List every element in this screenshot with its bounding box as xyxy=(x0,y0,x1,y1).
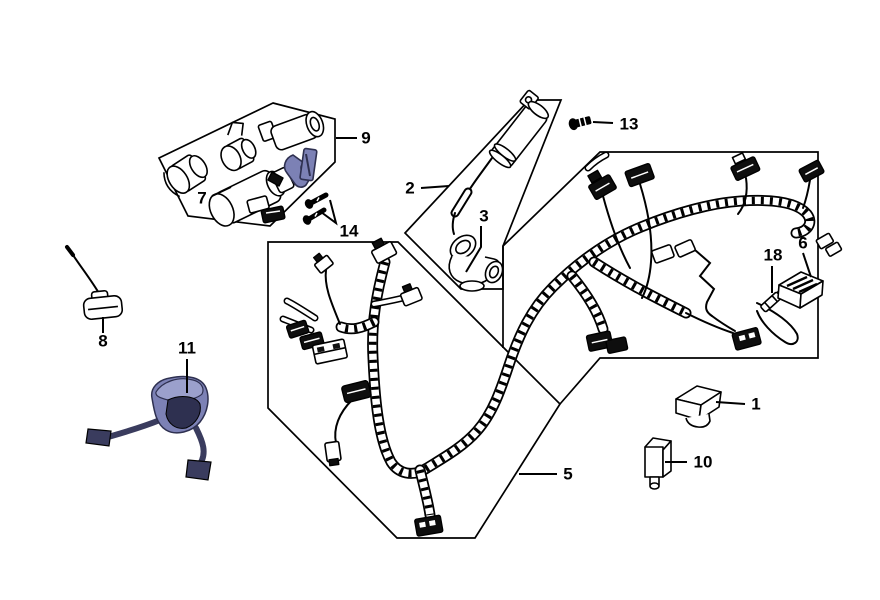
connector-hanging xyxy=(324,440,342,467)
callout-14: 14 xyxy=(320,199,359,241)
connector-d5 xyxy=(651,244,675,264)
callout-leader-7 xyxy=(211,186,232,197)
harness-branch-right-down xyxy=(591,258,688,317)
part-number-14: 14 xyxy=(340,222,359,241)
part-number-13: 13 xyxy=(620,115,639,134)
seat-lock xyxy=(220,121,257,172)
connector-edge-right xyxy=(815,232,843,257)
harness-branch-right-vert xyxy=(568,272,607,333)
connector-d-mid xyxy=(731,326,762,351)
part-number-5: 5 xyxy=(563,465,572,484)
part-number-6: 6 xyxy=(798,234,807,253)
connector-top xyxy=(371,237,398,264)
relay-1 xyxy=(675,385,722,428)
callout-leader-13 xyxy=(592,121,614,124)
callout-2: 2 xyxy=(405,179,450,198)
part-number-1: 1 xyxy=(751,395,760,414)
enclosure-frames xyxy=(157,99,819,539)
callout-leader-2 xyxy=(420,185,450,189)
harness-branch-right-down xyxy=(590,258,690,317)
part-8 xyxy=(65,245,124,321)
connector-right-stub xyxy=(399,283,423,307)
ignition-coil-assembly xyxy=(448,89,550,292)
part-number-9: 9 xyxy=(361,129,370,148)
callout-leader-6 xyxy=(802,252,812,278)
wire-harness xyxy=(279,151,843,537)
part-number-11: 11 xyxy=(178,339,196,358)
harness-frame xyxy=(267,241,562,539)
lock-set-parts xyxy=(163,110,329,227)
callout-8: 8 xyxy=(98,317,108,351)
part-number-3: 3 xyxy=(479,207,488,226)
connector-box-big xyxy=(311,338,348,365)
connector-d-bottom-left xyxy=(585,330,629,354)
connector-small-left xyxy=(312,252,334,274)
part-number-18: 18 xyxy=(764,246,783,265)
callouts: 1 2 3 5 6 7 8 9 10 11 13 14 18 xyxy=(98,115,812,484)
callout-11: 11 xyxy=(178,339,196,393)
callout-9: 9 xyxy=(336,129,371,148)
part-number-8: 8 xyxy=(98,332,107,351)
part-10 xyxy=(644,437,672,490)
bolt-13 xyxy=(568,116,592,131)
connector-d6 xyxy=(674,239,696,258)
fuel-lid-lock xyxy=(163,154,208,198)
lock-bracket xyxy=(283,147,318,188)
part-number-2: 2 xyxy=(405,179,414,198)
callout-5: 5 xyxy=(519,465,573,484)
key-cylinder xyxy=(257,110,325,151)
harness-branch-left xyxy=(339,318,376,333)
cdi-unit xyxy=(85,375,212,481)
screws-14 xyxy=(302,192,329,225)
ignition-switch xyxy=(208,166,295,227)
connector-bottom xyxy=(414,514,444,537)
callout-7: 7 xyxy=(197,186,232,208)
connector-on-trunk xyxy=(341,380,372,404)
part-number-7: 7 xyxy=(197,189,206,208)
callout-6: 6 xyxy=(798,234,812,278)
callout-1: 1 xyxy=(715,395,761,414)
lock-washer xyxy=(267,171,284,187)
callout-13: 13 xyxy=(592,115,639,134)
connector-d4 xyxy=(798,159,825,183)
connector-d2 xyxy=(624,162,655,188)
harness-right-frame xyxy=(502,151,819,405)
part-number-10: 10 xyxy=(694,453,713,472)
hook-wire xyxy=(756,302,799,345)
spark-plug-cap xyxy=(448,234,504,292)
callout-3: 3 xyxy=(465,207,489,273)
connector-block-1 xyxy=(285,319,310,339)
ht-wire xyxy=(467,157,493,193)
connector-d1 xyxy=(587,169,617,201)
callout-leader-14 xyxy=(320,199,338,226)
connector-d3 xyxy=(730,152,761,181)
lock-set-frame xyxy=(157,102,336,227)
harness-trunk xyxy=(368,196,814,478)
fuse-box xyxy=(777,271,824,309)
callout-18: 18 xyxy=(764,246,783,293)
harness-branch-bottom xyxy=(416,466,434,519)
callout-leader-1 xyxy=(715,401,746,405)
callout-10: 10 xyxy=(665,453,712,472)
callout-leader-3 xyxy=(465,226,482,273)
